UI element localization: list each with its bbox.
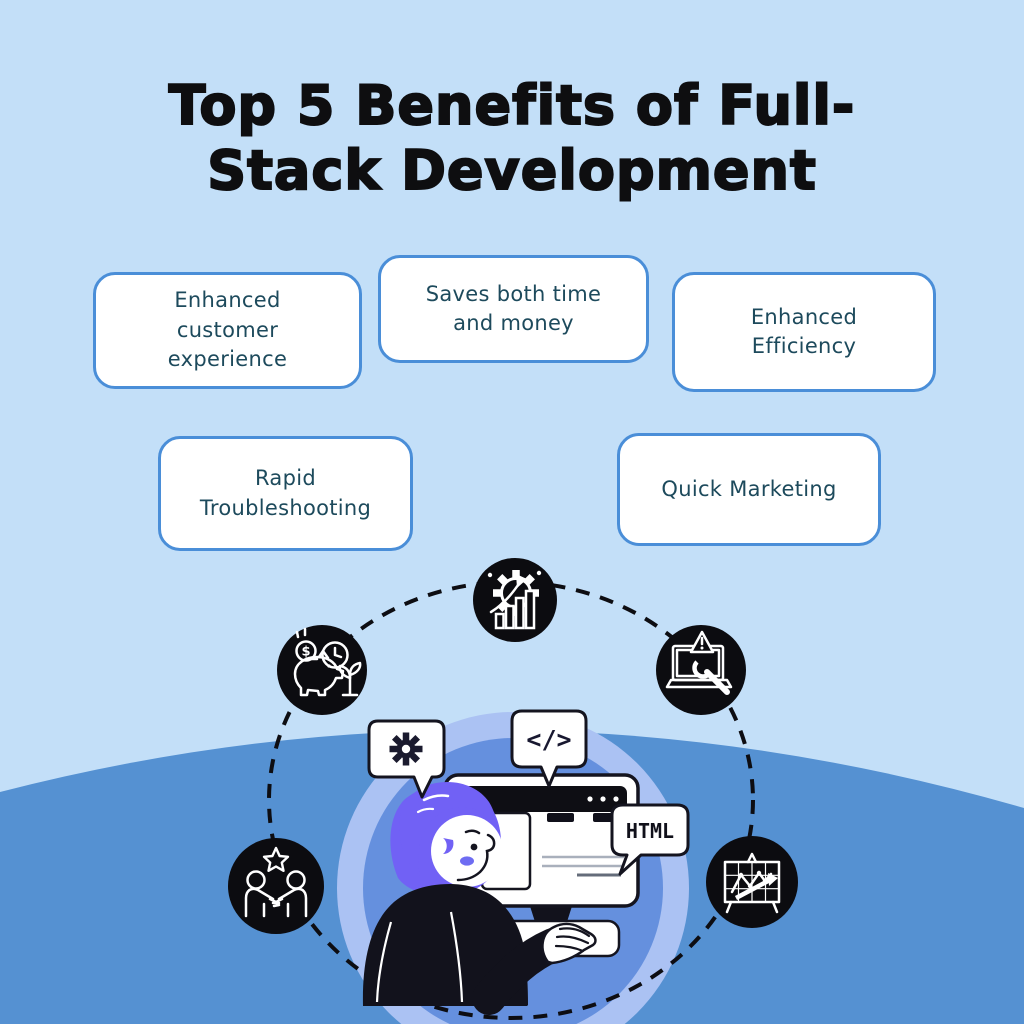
benefit-label: Enhanced Efficiency	[750, 304, 858, 358]
window-dot	[587, 796, 593, 802]
blush	[460, 856, 474, 866]
laptop-warning-wrench-icon	[656, 625, 746, 715]
benefit-card-saves-time-money: Saves both time and money	[378, 255, 649, 363]
nose-chin-outline	[456, 833, 496, 882]
eyebrow	[464, 829, 481, 835]
gear-growth-chart-icon	[473, 558, 557, 642]
fingers	[554, 927, 591, 953]
html-speech-bubble: HTML	[610, 803, 690, 876]
dollar-symbol: $	[301, 645, 310, 660]
page-title: Top 5 Benefits of Full- Stack Developmen…	[0, 73, 1024, 204]
page-title-line1: Top 5 Benefits of Full-	[168, 73, 856, 138]
code-speech-bubble: </>	[510, 709, 588, 788]
screen-tab	[547, 813, 574, 822]
browser-title-bar	[456, 786, 627, 812]
face	[431, 815, 503, 887]
gear-speech-bubble	[367, 719, 446, 799]
sweater-crease	[449, 911, 464, 1003]
screen-tab	[593, 813, 614, 822]
screen-text-lines	[542, 855, 624, 868]
benefit-card-customer-experience: Enhanced customer experience	[93, 272, 362, 389]
gear-icon	[389, 732, 423, 766]
hair-front	[399, 781, 496, 876]
window-dot	[600, 796, 606, 802]
benefit-card-enhanced-efficiency: Enhanced Efficiency	[672, 272, 936, 392]
handshake-star-icon	[228, 838, 324, 934]
html-label: HTML	[626, 819, 674, 843]
code-tag-label: </>	[526, 725, 571, 754]
benefit-card-quick-marketing: Quick Marketing	[617, 433, 881, 546]
developer-character	[362, 781, 597, 1015]
hair-strand	[443, 838, 454, 854]
piggy-bank-savings-icon: $	[277, 625, 367, 715]
hand	[541, 922, 597, 965]
hair-shine	[416, 807, 435, 814]
benefit-card-rapid-troubleshooting: Rapid Troubleshooting	[158, 436, 413, 551]
eye	[470, 843, 478, 851]
hair-shine	[422, 794, 450, 802]
benefit-label: Enhanced customer experience	[167, 288, 288, 372]
sweater-crease	[375, 921, 393, 1003]
monitor-stand	[529, 903, 573, 925]
benefit-label: Quick Marketing	[661, 476, 837, 501]
page-title-line2: Stack Development	[206, 138, 817, 203]
marketing-analytics-board-icon	[706, 836, 798, 928]
benefit-label: Rapid Troubleshooting	[199, 466, 372, 520]
window-dot	[613, 796, 619, 802]
benefit-label: Saves both time and money	[425, 281, 602, 335]
